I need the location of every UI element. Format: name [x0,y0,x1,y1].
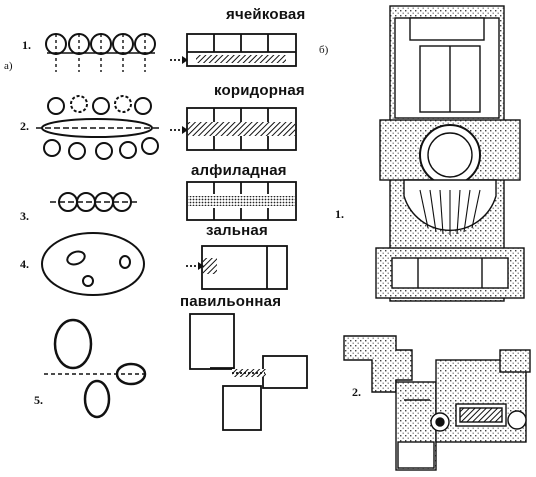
scheme-2-diagram [36,95,160,160]
floor-plan-2 [343,335,531,471]
scheme-1-title: ячейковая [226,6,306,23]
scheme-5-title: павильонная [180,293,282,310]
plan-2-number: 2. [352,385,361,399]
scheme-2-title: коридорная [214,82,305,99]
scheme-2-number: 2. [20,119,29,133]
scheme-3-diagram [50,192,140,212]
scheme-4-number: 4. [20,257,29,271]
scheme-5-number: 5. [34,393,43,407]
scheme-5-diagram [44,318,147,419]
scheme-4-diagram [41,232,145,296]
scheme-3-plan [186,181,297,221]
scheme-2-plan [170,107,297,151]
scheme-1-number: 1. [22,38,31,52]
floor-plan-1 [375,5,525,302]
panel-label-a: а) [4,60,13,72]
scheme-4-title: зальная [206,222,268,239]
plan-1-number: 1. [335,207,344,221]
scheme-1-diagram [45,33,156,72]
scheme-3-number: 3. [20,209,29,223]
scheme-4-plan [186,245,288,290]
scheme-1-plan [170,33,297,67]
scheme-3-title: алфиладная [191,162,287,179]
panel-label-b: б) [319,44,329,56]
scheme-5-plan [189,313,308,431]
